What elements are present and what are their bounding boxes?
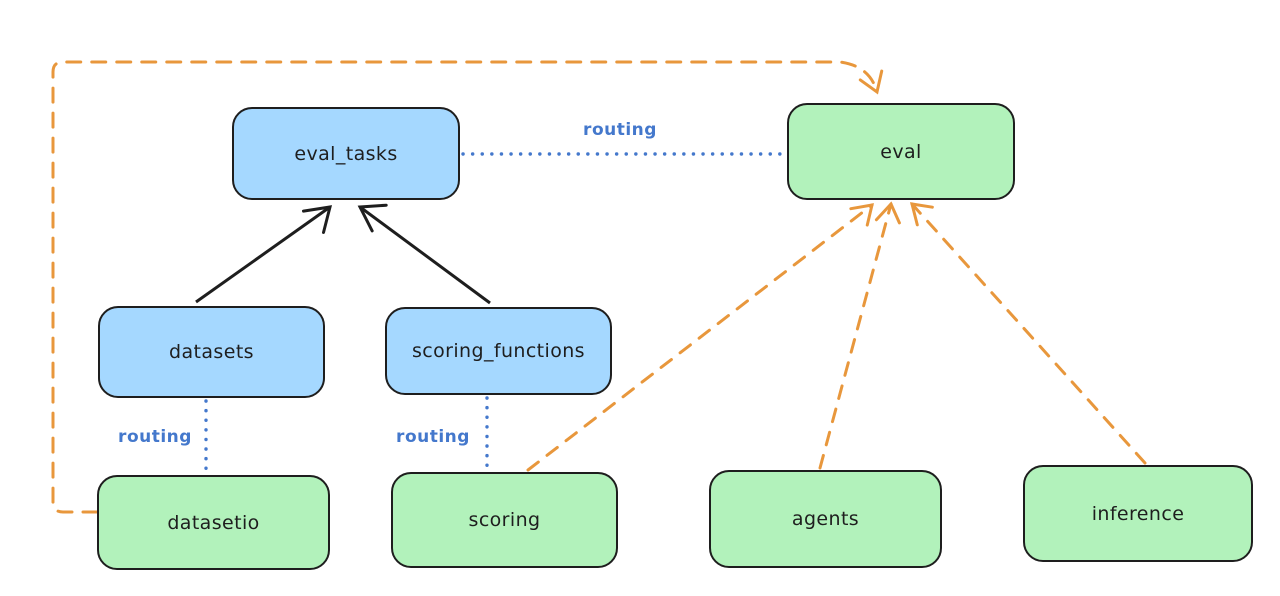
routing-label-datasets-datasetio: routing bbox=[118, 427, 192, 447]
node-scoring-functions: scoring_functions bbox=[385, 307, 612, 395]
node-inference-label: inference bbox=[1091, 502, 1185, 525]
node-eval-tasks: eval_tasks bbox=[232, 107, 460, 200]
node-scoring-label: scoring bbox=[468, 509, 541, 531]
node-scoring-functions-label: scoring_functions bbox=[412, 340, 585, 362]
node-datasets-label: datasets bbox=[169, 341, 254, 363]
edge-agents-to-eval bbox=[818, 201, 901, 470]
node-scoring: scoring bbox=[391, 472, 618, 568]
node-eval-label: eval bbox=[880, 140, 922, 163]
node-datasets: datasets bbox=[98, 306, 325, 398]
node-eval: eval bbox=[787, 103, 1015, 200]
node-datasetio: datasetio bbox=[97, 475, 330, 570]
edge-inference-to-eval bbox=[909, 202, 1147, 465]
routing-label-scoring_functions-scoring: routing bbox=[396, 427, 470, 447]
routing-label-eval_tasks-eval: routing bbox=[583, 120, 657, 140]
node-agents-label: agents bbox=[791, 508, 860, 530]
node-eval-tasks-label: eval_tasks bbox=[294, 142, 398, 165]
node-agents: agents bbox=[709, 470, 942, 568]
node-inference: inference bbox=[1023, 465, 1253, 562]
edge-scoring_functions-to-eval_tasks bbox=[357, 203, 491, 305]
node-datasetio-label: datasetio bbox=[167, 511, 260, 534]
edge-datasets-to-eval_tasks bbox=[195, 205, 333, 304]
